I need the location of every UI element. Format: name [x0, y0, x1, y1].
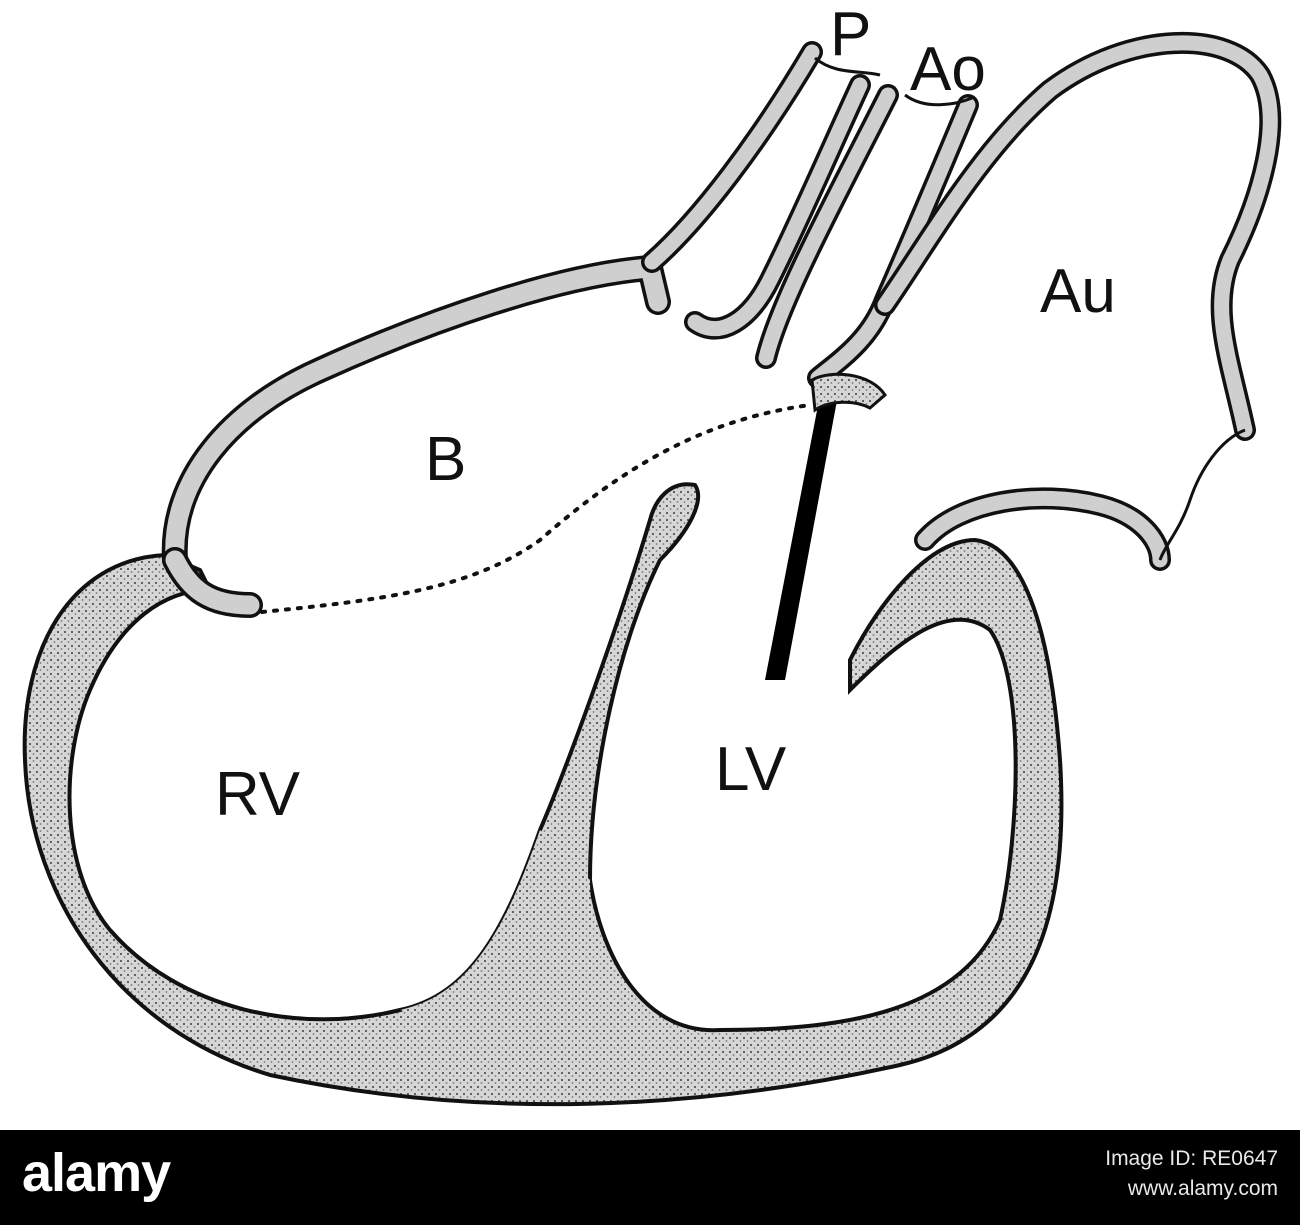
heart-diagram: P Ao Au B RV LV — [22, 0, 1282, 1107]
auricle-wall — [874, 32, 1282, 571]
interventricular-septum — [400, 830, 640, 1036]
label-left-ventricle: LV — [715, 735, 787, 804]
image-info: Image ID: RE0647 www.alamy.com — [1105, 1144, 1278, 1204]
label-pulmonary: P — [830, 0, 871, 69]
label-right-ventricle: RV — [215, 760, 301, 829]
image-id: Image ID: RE0647 — [1105, 1147, 1278, 1170]
pulmonary-trunk — [641, 41, 871, 340]
label-aorta: Ao — [910, 35, 986, 104]
site-url: www.alamy.com — [1127, 1177, 1278, 1200]
label-auricle: Au — [1040, 257, 1116, 326]
bulbus-wall — [161, 255, 671, 618]
label-bulbus: B — [425, 425, 466, 494]
brand-logo: alamy — [22, 1143, 171, 1203]
valve-cusp — [810, 372, 887, 413]
watermark-footer: alamy Image ID: RE0647 www.alamy.com — [0, 1130, 1300, 1225]
dotted-boundary — [260, 403, 812, 614]
bracket-pulmonary — [814, 56, 881, 77]
probe — [765, 395, 838, 680]
bracket-aorta — [904, 93, 973, 107]
